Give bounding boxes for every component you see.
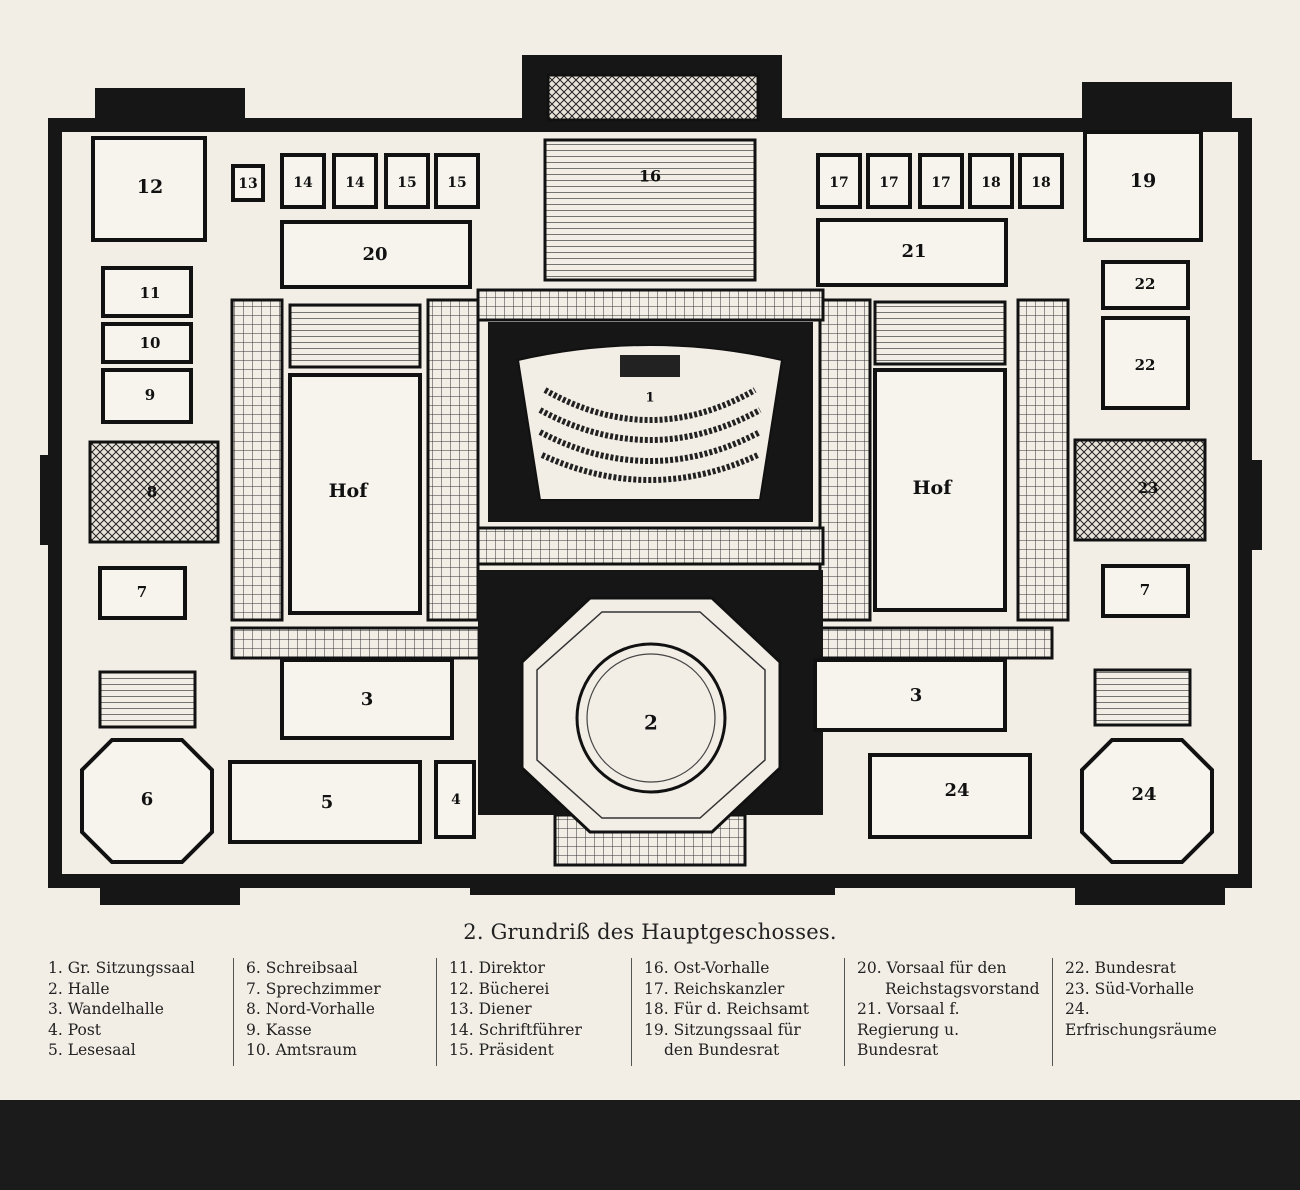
legend-item: 7. Sprechzimmer — [246, 979, 381, 998]
legend-item: 1. Gr. Sitzungssaal — [48, 959, 195, 977]
room-20: 20 — [362, 244, 387, 265]
corridors — [230, 288, 1070, 660]
room-17a: 17 — [829, 175, 848, 191]
legend-column: 22. Bundesrat 23. Süd-Vorhalle 24. Erfri… — [1052, 958, 1245, 1066]
room-19: 19 — [1130, 170, 1156, 192]
room-22a: 22 — [1135, 275, 1156, 293]
legend-item: den Bundesrat — [664, 1041, 780, 1060]
legend-item: 17. Reichskanzler — [644, 979, 785, 998]
room-12: 12 — [137, 176, 163, 198]
room-3b: 3 — [910, 685, 923, 706]
room-legend: 1. Gr. Sitzungssaal 2. Halle 3. Wandelha… — [48, 958, 1258, 1066]
room-17c: 17 — [931, 175, 950, 191]
room-7a: 7 — [137, 583, 147, 601]
legend-item: 6. Schreibsaal — [246, 959, 358, 977]
room-15a: 15 — [397, 175, 416, 191]
plan-caption: 2. Grundriß des Hauptgeschosses. — [463, 920, 837, 944]
legend-item: 23. Süd-Vorhalle — [1065, 979, 1195, 998]
room-24b: 24 — [1131, 784, 1156, 805]
floor-plan: 12 13 14 14 15 15 16 17 17 17 18 18 19 2… — [40, 55, 1262, 905]
room-2: 2 — [644, 711, 658, 735]
court-label-west: Hof — [329, 480, 370, 502]
courtyards — [288, 368, 1007, 615]
legend-item: 12. Bücherei — [449, 979, 550, 998]
room-labels: 12 13 14 14 15 15 16 17 17 17 18 18 19 2… — [137, 167, 1159, 814]
legend-column: 20. Vorsaal für den Reichstagsvorstand 2… — [844, 958, 1052, 1066]
room-4: 4 — [451, 792, 461, 808]
bottom-border — [0, 1100, 1300, 1190]
room-5: 5 — [321, 792, 334, 813]
room-6: 6 — [141, 789, 154, 810]
legend-item: 8. Nord-Vorhalle — [246, 1000, 375, 1019]
legend-column: 16. Ost-Vorhalle 17. Reichskanzler 18. F… — [631, 958, 844, 1066]
legend-item: 18. Für d. Reichsamt — [644, 1000, 810, 1019]
court-label-east: Hof — [913, 477, 954, 499]
room-14b: 14 — [345, 175, 365, 191]
room-18b: 18 — [1031, 175, 1050, 191]
legend-item: 19. Sitzungssaal für — [644, 1020, 801, 1039]
rooms — [80, 130, 1214, 864]
room-22b: 22 — [1135, 356, 1156, 374]
legend-item: 14. Schriftführer — [449, 1020, 582, 1039]
legend-item: 24. Erfrischungsräume — [1065, 1000, 1217, 1039]
legend-item: 22. Bundesrat — [1065, 959, 1176, 977]
legend-item: 16. Ost-Vorhalle — [644, 959, 770, 977]
legend-column: 6. Schreibsaal 7. Sprechzimmer 8. Nord-V… — [233, 958, 436, 1066]
legend-item: Reichstagsvorstand — [885, 979, 1040, 998]
room-13: 13 — [238, 176, 257, 192]
legend-item: 4. Post — [48, 1020, 102, 1039]
room-11: 11 — [140, 284, 161, 302]
legend-item: 20. Vorsaal für den — [857, 959, 1007, 977]
legend-item: 21. Vorsaal f. Regierung u. Bundesrat — [857, 1000, 960, 1060]
legend-item: 9. Kasse — [246, 1020, 312, 1039]
room-7b: 7 — [1140, 581, 1150, 599]
stair-areas — [88, 73, 1207, 867]
plate: 12 13 14 14 15 15 16 17 17 17 18 18 19 2… — [0, 0, 1300, 1100]
room-10: 10 — [140, 334, 161, 352]
central-hall — [478, 570, 823, 834]
legend-column: 11. Direktor 12. Bücherei 13. Diener 14.… — [436, 958, 631, 1066]
room-8: 8 — [147, 483, 157, 501]
room-16: 16 — [639, 167, 661, 186]
room-21: 21 — [901, 241, 926, 262]
room-15b: 15 — [447, 175, 466, 191]
room-3a: 3 — [361, 689, 374, 710]
legend-item: 15. Präsident — [449, 1041, 554, 1060]
room-1: 1 — [645, 391, 654, 406]
room-23: 23 — [1138, 479, 1159, 497]
room-14a: 14 — [293, 175, 313, 191]
legend-item: 3. Wandelhalle — [48, 1000, 164, 1019]
legend-item: 13. Diener — [449, 1000, 532, 1019]
legend-item: 11. Direktor — [449, 959, 545, 977]
room-18a: 18 — [981, 175, 1000, 191]
room-17b: 17 — [879, 175, 898, 191]
room-9: 9 — [145, 386, 155, 404]
legend-item: 10. Amtsraum — [246, 1041, 357, 1060]
room-24a: 24 — [944, 780, 969, 801]
plenary-hall — [488, 322, 813, 522]
legend-item: 5. Lesesaal — [48, 1041, 136, 1060]
legend-item: 2. Halle — [48, 979, 110, 998]
legend-column: 1. Gr. Sitzungssaal 2. Halle 3. Wandelha… — [48, 958, 233, 1066]
